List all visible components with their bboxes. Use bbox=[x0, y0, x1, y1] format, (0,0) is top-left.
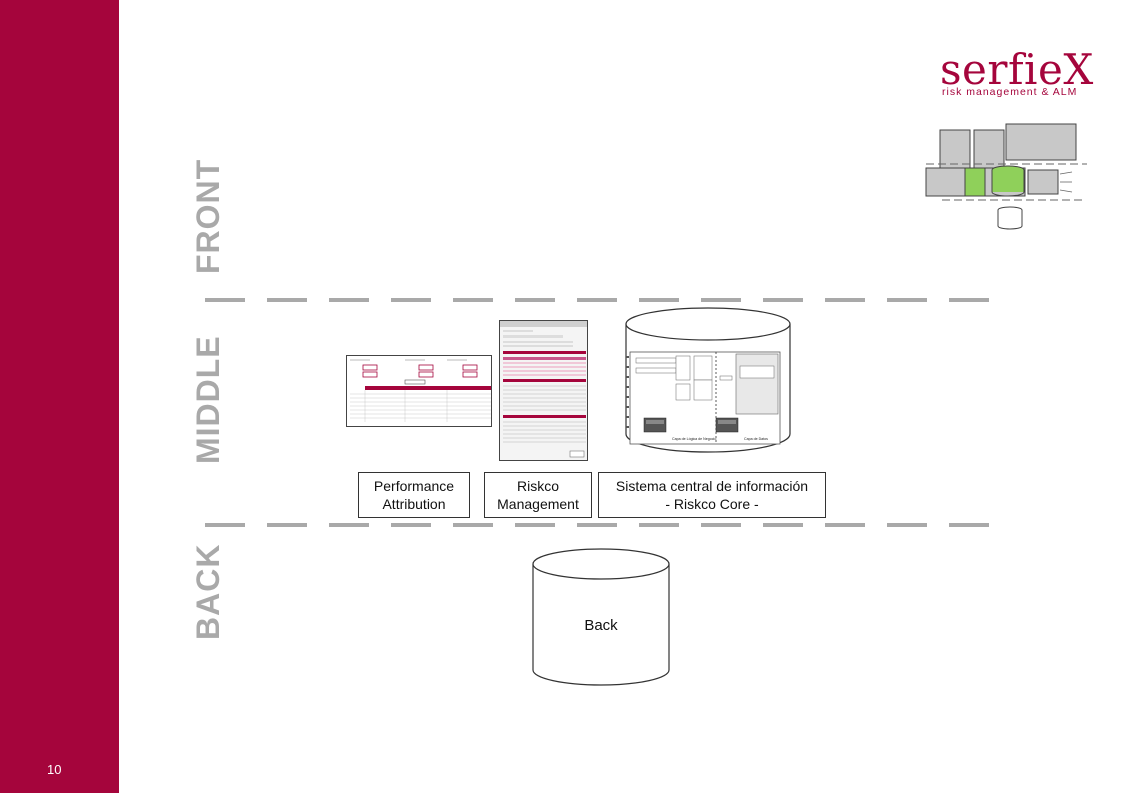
riskco-core-line2: - Riskco Core - bbox=[665, 496, 759, 512]
riskco-management-box: Riskco Management bbox=[484, 472, 592, 518]
serfiex-logo: serfieX risk management & ALM bbox=[940, 49, 1093, 100]
core-right-caption: Capa de Datos bbox=[744, 437, 768, 441]
riskco-management-line2: Management bbox=[497, 496, 579, 512]
architecture-mini-diagram-icon bbox=[925, 123, 1087, 230]
performance-attribution-box: Performance Attribution bbox=[358, 472, 470, 518]
riskco-core-line1: Sistema central de información bbox=[615, 478, 809, 494]
logo-word: serfieX bbox=[940, 45, 1094, 94]
performance-line1: Performance bbox=[373, 478, 455, 494]
riskco-management-line1: Riskco bbox=[516, 478, 559, 494]
riskco-core-box: Sistema central de información - Riskco … bbox=[598, 472, 826, 518]
back-db-label: Back bbox=[584, 617, 618, 634]
screenshot-thumbnail-icon bbox=[500, 321, 587, 460]
database-cylinder-icon: Back bbox=[532, 548, 670, 686]
performance-line2: Attribution bbox=[382, 496, 446, 512]
page-number: 10 bbox=[47, 762, 62, 777]
logo-tagline: risk management & ALM bbox=[942, 86, 1078, 98]
brand-sidebar bbox=[0, 0, 119, 793]
riskco-management-screenshot bbox=[499, 320, 588, 461]
screenshot-thumbnail-icon bbox=[347, 356, 491, 426]
core-left-caption: Capa de Lógica de Negocio bbox=[672, 437, 716, 441]
riskco-core-cylinder: Capa de Lógica de Negocio Capa de Datos bbox=[625, 307, 791, 453]
performance-attribution-screenshot bbox=[346, 355, 492, 427]
